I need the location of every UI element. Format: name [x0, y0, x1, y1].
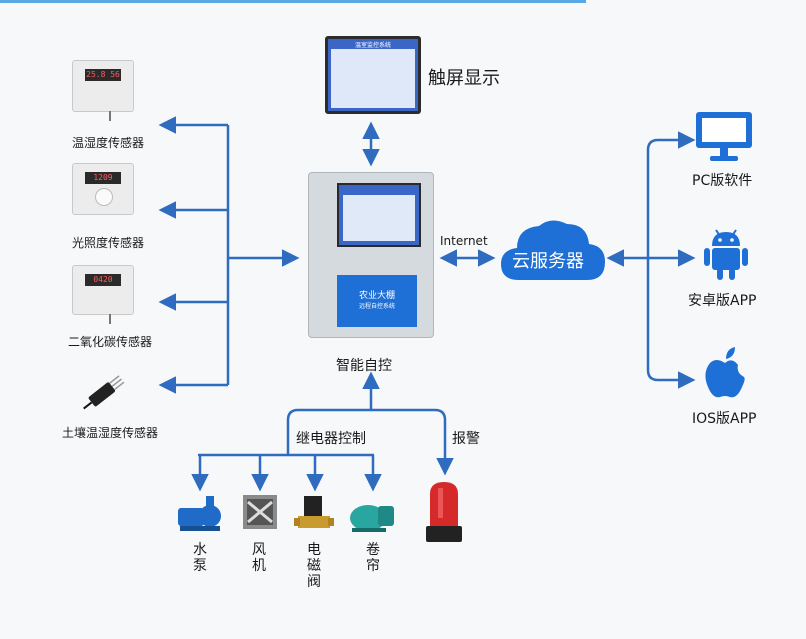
- device-label-fan: 风机: [252, 542, 266, 574]
- cloud-label: 云服务器: [512, 251, 584, 272]
- sensor-label-co2: 二氧化碳传感器: [68, 335, 153, 349]
- temp-humidity-sensor: 25.8 56: [72, 60, 134, 121]
- controller-box: 农业大棚 远程自控系统: [308, 172, 434, 338]
- controller-screen: [337, 183, 421, 247]
- relay-control-label: 继电器控制: [296, 431, 366, 447]
- monitor-icon: [696, 112, 752, 161]
- sensor-cable: [109, 314, 111, 324]
- sensor-cable: [109, 111, 111, 121]
- internet-label: Internet: [440, 234, 488, 248]
- controller-label: 智能自控: [336, 358, 392, 374]
- top-accent-bar: [0, 0, 586, 3]
- controller-plate: 农业大棚 远程自控系统: [337, 275, 417, 327]
- alarm-label: 报警: [452, 431, 480, 447]
- light-dome-icon: [95, 188, 113, 206]
- touchscreen-monitor: 温室监控系统: [325, 36, 421, 114]
- sensor-display: 25.8 56: [85, 69, 121, 81]
- client-label-ios: IOS版APP: [692, 411, 757, 427]
- sensor-display: 1209: [85, 172, 121, 184]
- co2-sensor: 0420: [72, 265, 134, 324]
- device-label-valve: 电磁阀: [307, 542, 321, 590]
- sensor-label-temp-humidity: 温湿度传感器: [72, 136, 145, 150]
- client-label-pc: PC版软件: [692, 173, 753, 189]
- touchscreen-title: 温室监控系统: [354, 42, 391, 49]
- light-sensor: 1209: [72, 163, 134, 215]
- cloud-server-icon: [501, 220, 605, 280]
- roller-motor-icon: [350, 505, 394, 532]
- sensor-label-soil: 土壤温湿度传感器: [62, 426, 159, 440]
- touchscreen-panel: [331, 49, 415, 108]
- touchscreen-label: 触屏显示: [428, 68, 500, 89]
- soil-probe-icon: [83, 375, 125, 410]
- device-label-roller: 卷帘: [366, 542, 380, 574]
- sensor-display: 0420: [85, 274, 121, 286]
- apple-icon: [705, 347, 745, 398]
- sensor-label-light: 光照度传感器: [72, 236, 145, 250]
- solenoid-valve-icon: [294, 496, 334, 528]
- alarm-light-icon: [426, 482, 462, 542]
- plate-title: 农业大棚: [358, 291, 395, 301]
- plate-subtitle: 远程自控系统: [358, 303, 395, 310]
- client-label-android: 安卓版APP: [688, 293, 757, 309]
- android-icon: [704, 229, 748, 280]
- fan-icon: [243, 495, 277, 529]
- water-pump-icon: [178, 496, 221, 531]
- device-label-pump: 水泵: [193, 542, 207, 574]
